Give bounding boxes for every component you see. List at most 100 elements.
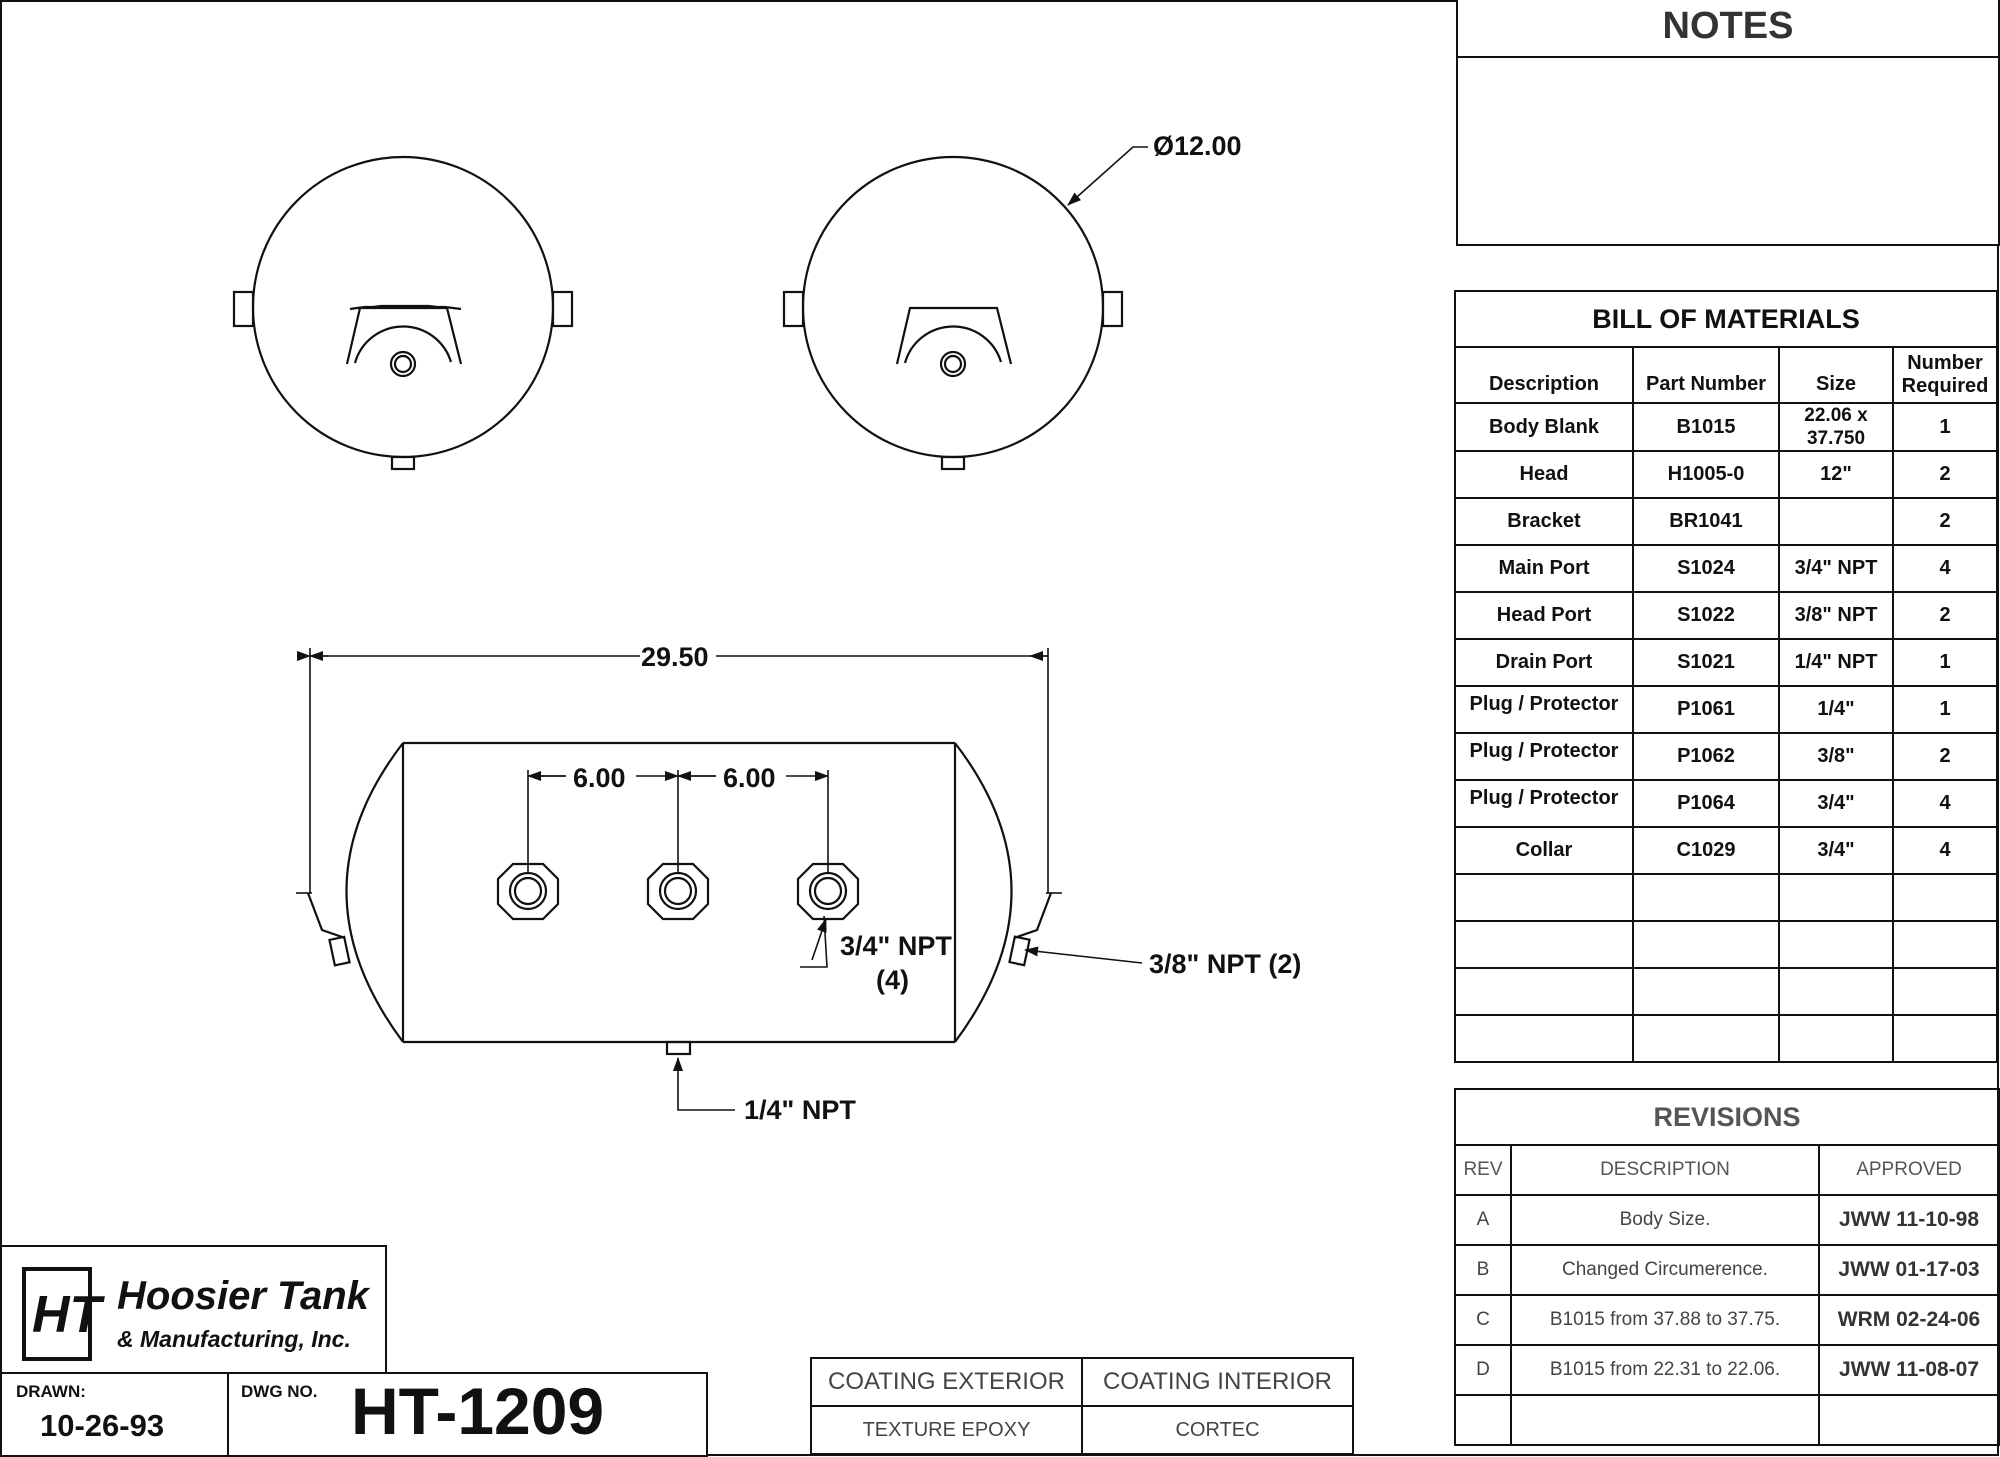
company-suffix: & Manufacturing, Inc. — [117, 1326, 351, 1352]
rev-approved: JWW 01-17-03 — [1818, 1244, 2000, 1296]
bom-header-number: Number — [1907, 352, 1983, 374]
bom-header-number-required: Number Required — [1892, 346, 1998, 404]
bom-title: BILL OF MATERIALS — [1454, 290, 1998, 348]
table-row: Plug / Protector P1062 3/8" 2 — [1454, 732, 1998, 781]
bom-part-number: P1061 — [1632, 685, 1780, 734]
bom-qty: 2 — [1892, 591, 1998, 640]
coating-exterior-value: TEXTURE EPOXY — [810, 1405, 1083, 1455]
bom-size: 3/4" — [1778, 826, 1894, 875]
coating-interior-value: CORTEC — [1081, 1405, 1354, 1455]
drawing-number: HT-1209 — [351, 1374, 605, 1448]
rev-header-description: DESCRIPTION — [1510, 1144, 1820, 1196]
bom-qty: 1 — [1892, 402, 1998, 452]
table-row: Bracket BR1041 2 — [1454, 497, 1998, 546]
bom-header-part-number: Part Number — [1632, 346, 1780, 404]
table-row-empty — [1454, 873, 1998, 922]
rev-approved: WRM 02-24-06 — [1818, 1294, 2000, 1346]
bom-size: 1/4" — [1778, 685, 1894, 734]
bom-description: Head Port — [1454, 591, 1634, 640]
main-port-callout: 3/4" NPT — [840, 931, 952, 961]
rev-approved: JWW 11-10-98 — [1818, 1194, 2000, 1246]
bom-size: 3/4" NPT — [1778, 544, 1894, 593]
coating-interior-label: COATING INTERIOR — [1081, 1357, 1354, 1407]
bom-part-number: H1005-0 — [1632, 450, 1780, 499]
rev-header-approved: APPROVED — [1818, 1144, 2000, 1196]
dwg-label: DWG NO. — [241, 1382, 318, 1401]
dwg-number-box: DWG NO. HT-1209 — [227, 1372, 708, 1457]
bom-size: 12" — [1778, 450, 1894, 499]
table-row-empty — [1454, 1394, 2000, 1446]
bom-part-number: C1029 — [1632, 826, 1780, 875]
table-row: Head Port S1022 3/8" NPT 2 — [1454, 591, 1998, 640]
table-row-empty — [1454, 1014, 1998, 1063]
bom-qty: 2 — [1892, 450, 1998, 499]
dimensions — [296, 146, 1148, 1111]
bom-qty: 1 — [1892, 638, 1998, 687]
bom-size: 3/4" — [1778, 779, 1894, 828]
bom-part-number: S1024 — [1632, 544, 1780, 593]
bom-description: Collar — [1454, 826, 1634, 875]
table-row: Plug / Protector P1061 1/4" 1 — [1454, 685, 1998, 734]
company-name: Hoosier Tank — [117, 1274, 371, 1318]
bom-qty: 4 — [1892, 544, 1998, 593]
bom-size-line1: 22.06 x — [1804, 405, 1868, 426]
bom-part-number: BR1041 — [1632, 497, 1780, 546]
end-view-left — [232, 155, 574, 471]
table-row: Main Port S1024 3/4" NPT 4 — [1454, 544, 1998, 593]
length-dimension: 29.50 — [641, 642, 709, 672]
table-row: A Body Size. JWW 11-10-98 — [1454, 1194, 2000, 1246]
bom-description: Body Blank — [1454, 402, 1634, 452]
bom-qty: 2 — [1892, 497, 1998, 546]
notes-title: NOTES — [1458, 0, 1998, 58]
table-row: B Changed Circumerence. JWW 01-17-03 — [1454, 1244, 2000, 1296]
rev-letter: C — [1454, 1294, 1512, 1346]
table-row: Body Blank B1015 22.06 x 37.750 1 — [1454, 402, 1998, 452]
bom-description: Head — [1454, 450, 1634, 499]
company-logo-box: HT Hoosier Tank & Manufacturing, Inc. — [0, 1245, 387, 1374]
bom-size: 3/8" — [1778, 732, 1894, 781]
bom-part-number: S1022 — [1632, 591, 1780, 640]
table-row: Collar C1029 3/4" 4 — [1454, 826, 1998, 875]
rev-letter: D — [1454, 1344, 1512, 1396]
table-row: D B1015 from 22.31 to 22.06. JWW 11-08-0… — [1454, 1344, 2000, 1396]
drawn-box: DRAWN: 10-26-93 — [0, 1372, 229, 1457]
side-view — [306, 741, 1053, 1056]
company-logo: HT Hoosier Tank & Manufacturing, Inc. — [22, 1267, 371, 1361]
bom-header-size: Size — [1778, 346, 1894, 404]
bom-part-number: S1021 — [1632, 638, 1780, 687]
end-view-right — [782, 155, 1124, 471]
bom-size: 22.06 x 37.750 — [1778, 402, 1894, 452]
table-row: Head H1005-0 12" 2 — [1454, 450, 1998, 499]
rev-description: Changed Circumerence. — [1510, 1244, 1820, 1296]
rev-description: Body Size. — [1510, 1194, 1820, 1246]
logo-initials: HT — [32, 1286, 106, 1344]
bom-part-number: B1015 — [1632, 402, 1780, 452]
rev-approved: JWW 11-08-07 — [1818, 1344, 2000, 1396]
rev-letter: B — [1454, 1244, 1512, 1296]
bom-qty: 4 — [1892, 779, 1998, 828]
bom-qty: 1 — [1892, 685, 1998, 734]
bom-description: Drain Port — [1454, 638, 1634, 687]
head-port-callout: 3/8" NPT (2) — [1149, 949, 1301, 979]
table-row-empty — [1454, 967, 1998, 1016]
rev-description: B1015 from 37.88 to 37.75. — [1510, 1294, 1820, 1346]
port-spacing-1: 6.00 — [573, 763, 626, 793]
drain-port-callout: 1/4" NPT — [744, 1095, 856, 1125]
diameter-dimension: Ø12.00 — [1153, 131, 1242, 161]
bom-description: Main Port — [1454, 544, 1634, 593]
table-row: C B1015 from 37.88 to 37.75. WRM 02-24-0… — [1454, 1294, 2000, 1346]
table-row: Plug / Protector P1064 3/4" 4 — [1454, 779, 1998, 828]
bom-description: Plug / Protector — [1454, 685, 1634, 734]
bom-description: Plug / Protector — [1454, 732, 1634, 781]
bom-header-description: Description — [1454, 346, 1634, 404]
bom-size — [1778, 497, 1894, 546]
table-row-empty — [1454, 920, 1998, 969]
coating-exterior-label: COATING EXTERIOR — [810, 1357, 1083, 1407]
rev-header-rev: REV — [1454, 1144, 1512, 1196]
drawn-date: 10-26-93 — [40, 1408, 165, 1443]
bom-part-number: P1064 — [1632, 779, 1780, 828]
bom-description: Plug / Protector — [1454, 779, 1634, 828]
bill-of-materials: BILL OF MATERIALS Description Part Numbe… — [1454, 290, 1998, 1063]
bom-qty: 2 — [1892, 732, 1998, 781]
